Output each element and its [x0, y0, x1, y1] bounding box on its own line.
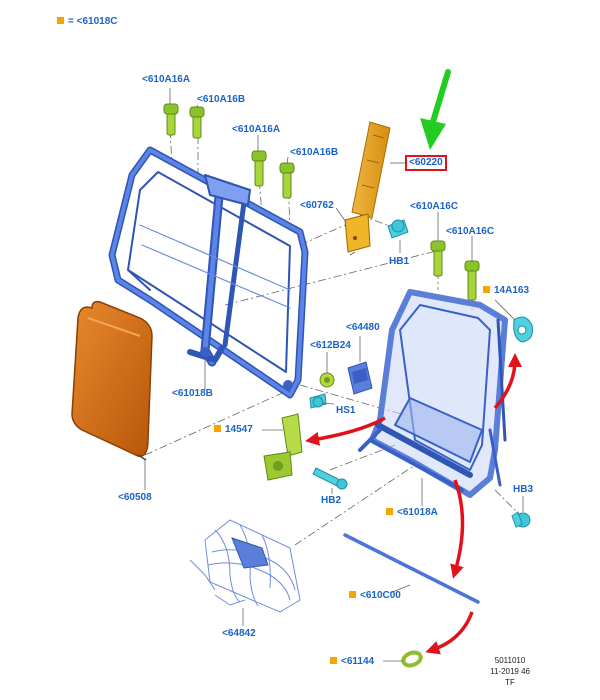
recliner-mechanism [263, 413, 303, 481]
callout-marker-icon [330, 657, 337, 664]
label-61144: <61144 [330, 656, 374, 668]
label-612B24: <612B24 [310, 340, 351, 351]
footer-date: 11-2019 46 [490, 667, 530, 676]
label-HB2: HB2 [321, 495, 342, 506]
legend: = <61018C [57, 16, 118, 27]
callout-marker-icon [349, 591, 356, 598]
footer-initials: TF [505, 678, 515, 687]
green-indicator-arrow [420, 69, 451, 150]
label-610A16A-b: <610A16A [232, 124, 281, 135]
label-14A163: 14A163 [483, 285, 529, 297]
sensor-strip [351, 121, 391, 219]
callout-marker-icon [483, 286, 490, 293]
label-610A16C-a: <610A16C [410, 201, 459, 212]
backrest-pad [71, 300, 153, 461]
label-60220: <60220 [405, 155, 447, 171]
leader-lines [144, 88, 524, 662]
label-610A16B-a: <610A16B [197, 94, 246, 105]
spring-mat [189, 519, 301, 613]
seat-back-frame [108, 146, 309, 399]
seat-frame-assembly [358, 289, 508, 498]
label-HS1: HS1 [336, 405, 356, 416]
label-14547: 14547 [214, 424, 253, 436]
legend-text: = <61018C [68, 16, 118, 27]
bolts-610A16 [163, 103, 480, 301]
movement-arrows [305, 353, 522, 655]
label-64842: <64842 [222, 628, 256, 639]
brackets [319, 361, 373, 395]
label-61018B: <61018B [172, 388, 213, 399]
label-60762: <60762 [300, 200, 334, 211]
module-60762 [344, 213, 371, 256]
callout-marker-icon [386, 508, 393, 515]
label-610A16B-b: <610A16B [290, 147, 339, 158]
rod-610C00 [343, 533, 480, 604]
label-610A16A-a: <610A16A [142, 74, 191, 85]
cyan-fasteners [309, 219, 533, 528]
label-HB3: HB3 [513, 484, 534, 495]
label-61018A: <61018A [386, 507, 438, 519]
label-HB1: HB1 [389, 256, 410, 267]
diagram-footer: 5011010 11-2019 46 TF [490, 655, 530, 688]
footer-code: 5011010 [494, 656, 526, 665]
callout-marker-icon [214, 425, 221, 432]
label-610A16C-b: <610A16C [446, 226, 495, 237]
legend-marker-icon [57, 17, 64, 24]
label-60508: <60508 [118, 492, 152, 503]
label-610C00: <610C00 [349, 590, 401, 602]
label-64480: <64480 [346, 322, 380, 333]
ring-61144 [401, 650, 423, 668]
